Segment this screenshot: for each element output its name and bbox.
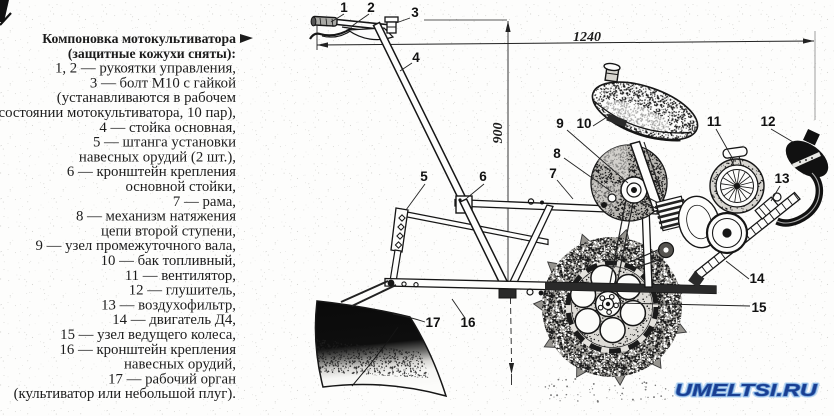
svg-text:6 — кронштейн крепления: 6 — кронштейн крепления <box>67 164 236 180</box>
svg-text:2: 2 <box>367 0 375 15</box>
svg-text:8: 8 <box>553 146 561 161</box>
svg-text:12: 12 <box>760 114 775 129</box>
svg-text:UMELTSI.RU: UMELTSI.RU <box>675 381 818 400</box>
svg-text:1: 1 <box>340 0 348 15</box>
svg-text:7 — рама,: 7 — рама, <box>173 194 236 210</box>
svg-text:10 — бак топливный,: 10 — бак топливный, <box>101 253 236 269</box>
svg-text:Компоновка мотокультиватора: Компоновка мотокультиватора <box>42 31 236 46</box>
svg-text:900: 900 <box>491 123 506 144</box>
svg-text:9 — узел промежуточного вала,: 9 — узел промежуточного вала, <box>36 238 236 254</box>
svg-text:17: 17 <box>425 315 440 330</box>
svg-text:3 — болт М10 с гайкой: 3 — болт М10 с гайкой <box>90 75 236 91</box>
svg-text:6: 6 <box>479 169 487 184</box>
svg-text:4: 4 <box>412 50 420 65</box>
svg-text:1240: 1240 <box>573 30 601 45</box>
svg-text:14 — двигатель Д4,: 14 — двигатель Д4, <box>112 312 236 328</box>
svg-text:8 — механизм натяжения: 8 — механизм натяжения <box>76 209 236 225</box>
svg-text:9: 9 <box>556 116 564 131</box>
svg-text:(устанавливаются в рабочем: (устанавливаются в рабочем <box>57 90 237 106</box>
svg-text:1, 2 — рукоятки управления,: 1, 2 — рукоятки управления, <box>55 61 236 77</box>
svg-text:навесных орудий,: навесных орудий, <box>124 357 236 373</box>
svg-text:11 — вентилятор,: 11 — вентилятор, <box>125 268 236 284</box>
svg-text:(защитные кожухи сняты):: (защитные кожухи сняты): <box>68 46 236 62</box>
svg-text:4 — стойка основная,: 4 — стойка основная, <box>99 120 236 136</box>
svg-text:12 — глушитель,: 12 — глушитель, <box>129 283 236 299</box>
svg-text:10: 10 <box>576 116 591 131</box>
svg-text:11: 11 <box>707 114 722 129</box>
svg-text:5: 5 <box>420 169 428 184</box>
svg-text:основной стойки,: основной стойки, <box>125 179 236 195</box>
svg-text:(культиватор или небольшой плу: (культиватор или небольшой плуг). <box>14 386 236 402</box>
svg-text:3: 3 <box>411 5 419 20</box>
svg-text:навесных орудий (2 шт.),: навесных орудий (2 шт.), <box>79 149 236 165</box>
svg-text:цепи второй ступени,: цепи второй ступени, <box>101 223 236 239</box>
svg-text:13 — воздухофильтр,: 13 — воздухофильтр, <box>101 297 236 313</box>
svg-text:14: 14 <box>749 271 765 286</box>
svg-text:15: 15 <box>751 300 767 315</box>
svg-text:15 — узел ведущего колеса,: 15 — узел ведущего колеса, <box>60 327 236 343</box>
svg-text:7: 7 <box>549 166 557 181</box>
svg-text:16: 16 <box>460 315 476 330</box>
svg-text:16 — кронштейн крепления: 16 — кронштейн крепления <box>59 342 236 358</box>
svg-text:17 — рабочий орган: 17 — рабочий орган <box>108 371 236 387</box>
svg-text:5 — штанга установки: 5 — штанга установки <box>93 135 236 151</box>
svg-text:13: 13 <box>774 171 790 186</box>
svg-text:состоянии мотокультиватора, 10: состоянии мотокультиватора, 10 пар), <box>0 105 236 121</box>
svg-text:UMELTSI.RU: UMELTSI.RU <box>675 381 818 400</box>
